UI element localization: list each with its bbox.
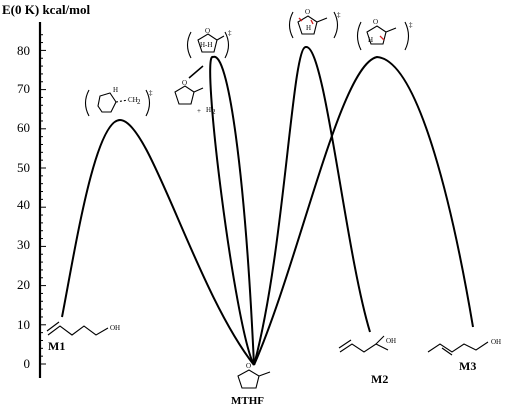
ts4-ring-o: O [373,18,378,26]
tick-80: 80 [17,43,30,58]
tick-30: 30 [17,237,30,252]
tick-50: 50 [17,160,30,175]
ts3-ring-o: O [305,8,310,16]
m3-structure [427,341,489,356]
tick-10: 10 [17,317,30,332]
products-structure [174,85,204,105]
m2-oh-label: OH [386,337,396,345]
tick-60: 60 [17,120,30,135]
m2-structure [338,335,389,353]
ts1-dagger: ‡ [149,89,153,97]
products-h2: H [206,106,211,114]
m1-structure [46,321,109,336]
species-label-m3: M3 [459,359,476,373]
species-label-m2: M2 [371,372,388,386]
ts4-h-label: H [368,36,373,44]
mthf-ring-o: O [246,362,251,370]
species-label-mthf: MTHF [231,395,264,407]
ts1-ch2-label: CH [128,96,138,104]
ts1-h-label: H [113,86,118,94]
ts4-broken-bonds [379,35,385,41]
ts1-structure [84,89,151,117]
ts3-broken-bonds [298,17,314,25]
ts-leader-line [188,65,204,79]
ts2-hh-label: H-H [200,41,212,49]
ts2-dagger: ‡ [228,29,232,37]
path-mthf-m3 [253,55,474,366]
tick-70: 70 [17,81,30,96]
ts2-ring-o: O [205,27,210,35]
mthf-structure [237,369,271,389]
products-h2-subscript: 2 [212,108,216,116]
species-label-m1: M1 [48,339,65,353]
ts4-structure [356,21,410,51]
path-mthf-h2 [209,55,255,366]
tick-marks [40,34,46,365]
ts2-structure [186,31,230,59]
m3-oh-label: OH [491,338,501,346]
ts1-ch2-subscript: 2 [137,98,141,106]
path-mthf-m2 [253,45,371,366]
products-ring-o: O [182,79,187,87]
y-axis-title: E(0 K) kcal/mol [2,2,90,17]
tick-40: 40 [17,197,30,212]
ts4-dagger: ‡ [409,21,413,29]
products-plus: + [197,107,201,115]
path-m1-mthf [61,118,255,366]
ts3-structure [288,11,339,39]
tick-20: 20 [17,277,30,292]
reaction-paths [61,45,474,366]
ts3-dagger: ‡ [337,11,341,19]
ts3-h-label: H [306,24,311,32]
m1-oh-label: OH [110,324,120,332]
tick-0: 0 [24,356,31,371]
